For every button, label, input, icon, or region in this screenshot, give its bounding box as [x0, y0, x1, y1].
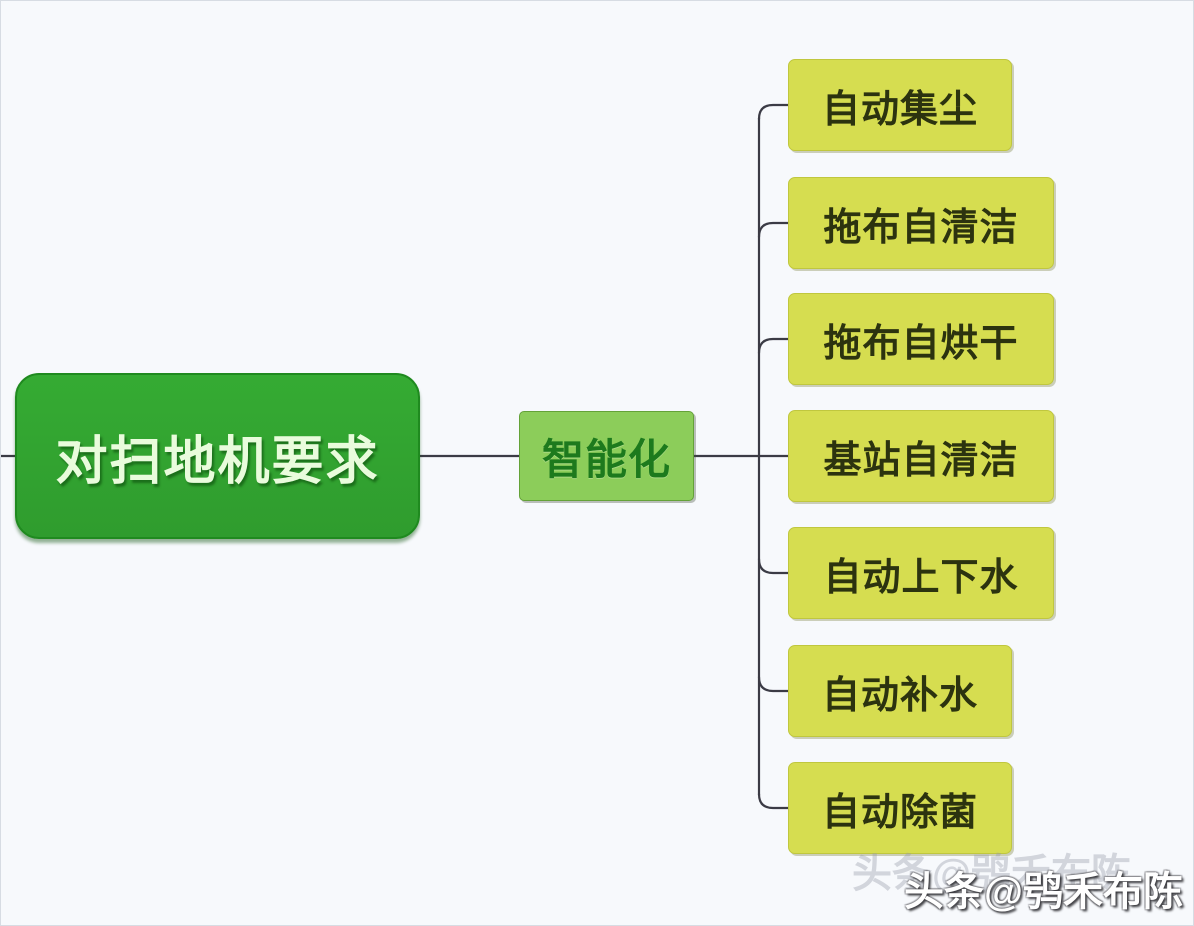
edge-stub-leaf5	[757, 557, 791, 575]
edge-stub-leaf3	[757, 337, 791, 355]
edge-stub-leaf6	[757, 675, 791, 693]
leaf-label: 基站自清洁	[823, 439, 1019, 482]
node-branch-intelligence[interactable]: 智能化	[519, 411, 694, 501]
node-leaf-auto-dust-collect[interactable]: 自动集尘	[788, 59, 1012, 151]
node-branch-label: 智能化	[541, 435, 671, 483]
leaf-label: 自动集尘	[821, 88, 978, 131]
leaf-label: 拖布自清洁	[823, 206, 1019, 249]
node-root-label: 对扫地机要求	[55, 432, 380, 491]
node-leaf-auto-sterilize[interactable]: 自动除菌	[788, 762, 1012, 854]
edge-stub-leaf2	[757, 221, 791, 239]
node-leaf-auto-water-inlet-outlet[interactable]: 自动上下水	[788, 527, 1054, 619]
leaf-label: 自动除菌	[821, 791, 978, 834]
leaf-label: 自动补水	[821, 674, 978, 717]
leaf-label: 自动上下水	[823, 556, 1019, 599]
node-leaf-auto-water-refill[interactable]: 自动补水	[788, 645, 1012, 737]
node-root[interactable]: 对扫地机要求	[15, 373, 420, 539]
edge-elbow-leaf1	[757, 103, 791, 121]
node-leaf-base-self-clean[interactable]: 基站自清洁	[788, 410, 1054, 502]
leaf-label: 拖布自烘干	[823, 322, 1019, 365]
node-leaf-mop-self-clean[interactable]: 拖布自清洁	[788, 177, 1054, 269]
edge-elbow-leaf7	[757, 792, 791, 810]
node-leaf-mop-self-dry[interactable]: 拖布自烘干	[788, 293, 1054, 385]
